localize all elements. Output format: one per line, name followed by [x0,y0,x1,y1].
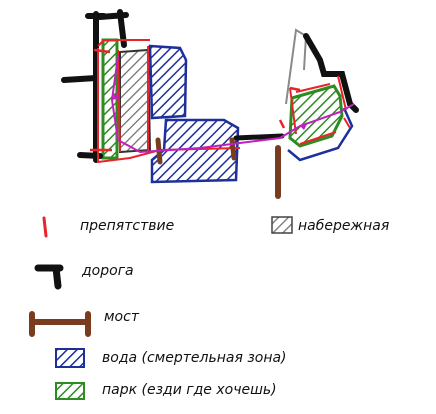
obstacle-right-outline [289,75,351,145]
legend-obstacle-label: препятствие [80,218,175,234]
legend-water-label: вода (смертельная зона) [102,350,287,366]
legend-water-swatch [55,348,85,368]
road-center [233,133,285,141]
route-arrow-right [300,122,308,130]
park-zone-right [288,84,344,148]
water-zone-right [287,107,354,162]
embankment-outline-right [285,28,308,105]
legend-park-label: парк (езди где хочешь) [102,382,277,398]
legend-bridge-swatch [29,311,91,337]
route-arrow-left [112,92,120,100]
legend-road-label: дорога [82,263,134,279]
bridge-mid [229,137,237,161]
legend-embankment-swatch [271,216,293,234]
legend-obstacle-swatch [42,216,48,238]
obstacle-left-outline [97,39,241,164]
legend-road-swatch [34,264,64,290]
water-zone-left-upper [148,44,188,120]
road-left-vertical [77,11,107,163]
obstacle-left-mark [90,48,112,152]
road-left-spur [61,75,99,83]
water-zone-left-lower [150,118,240,184]
legend-bridge-label: мост [104,309,139,325]
legend-park-swatch [55,382,85,400]
legend-embankment-label: набережная [298,218,390,234]
embankment-zone-left [119,48,152,154]
route-path [110,55,355,154]
obstacle-right-marks [278,86,301,129]
